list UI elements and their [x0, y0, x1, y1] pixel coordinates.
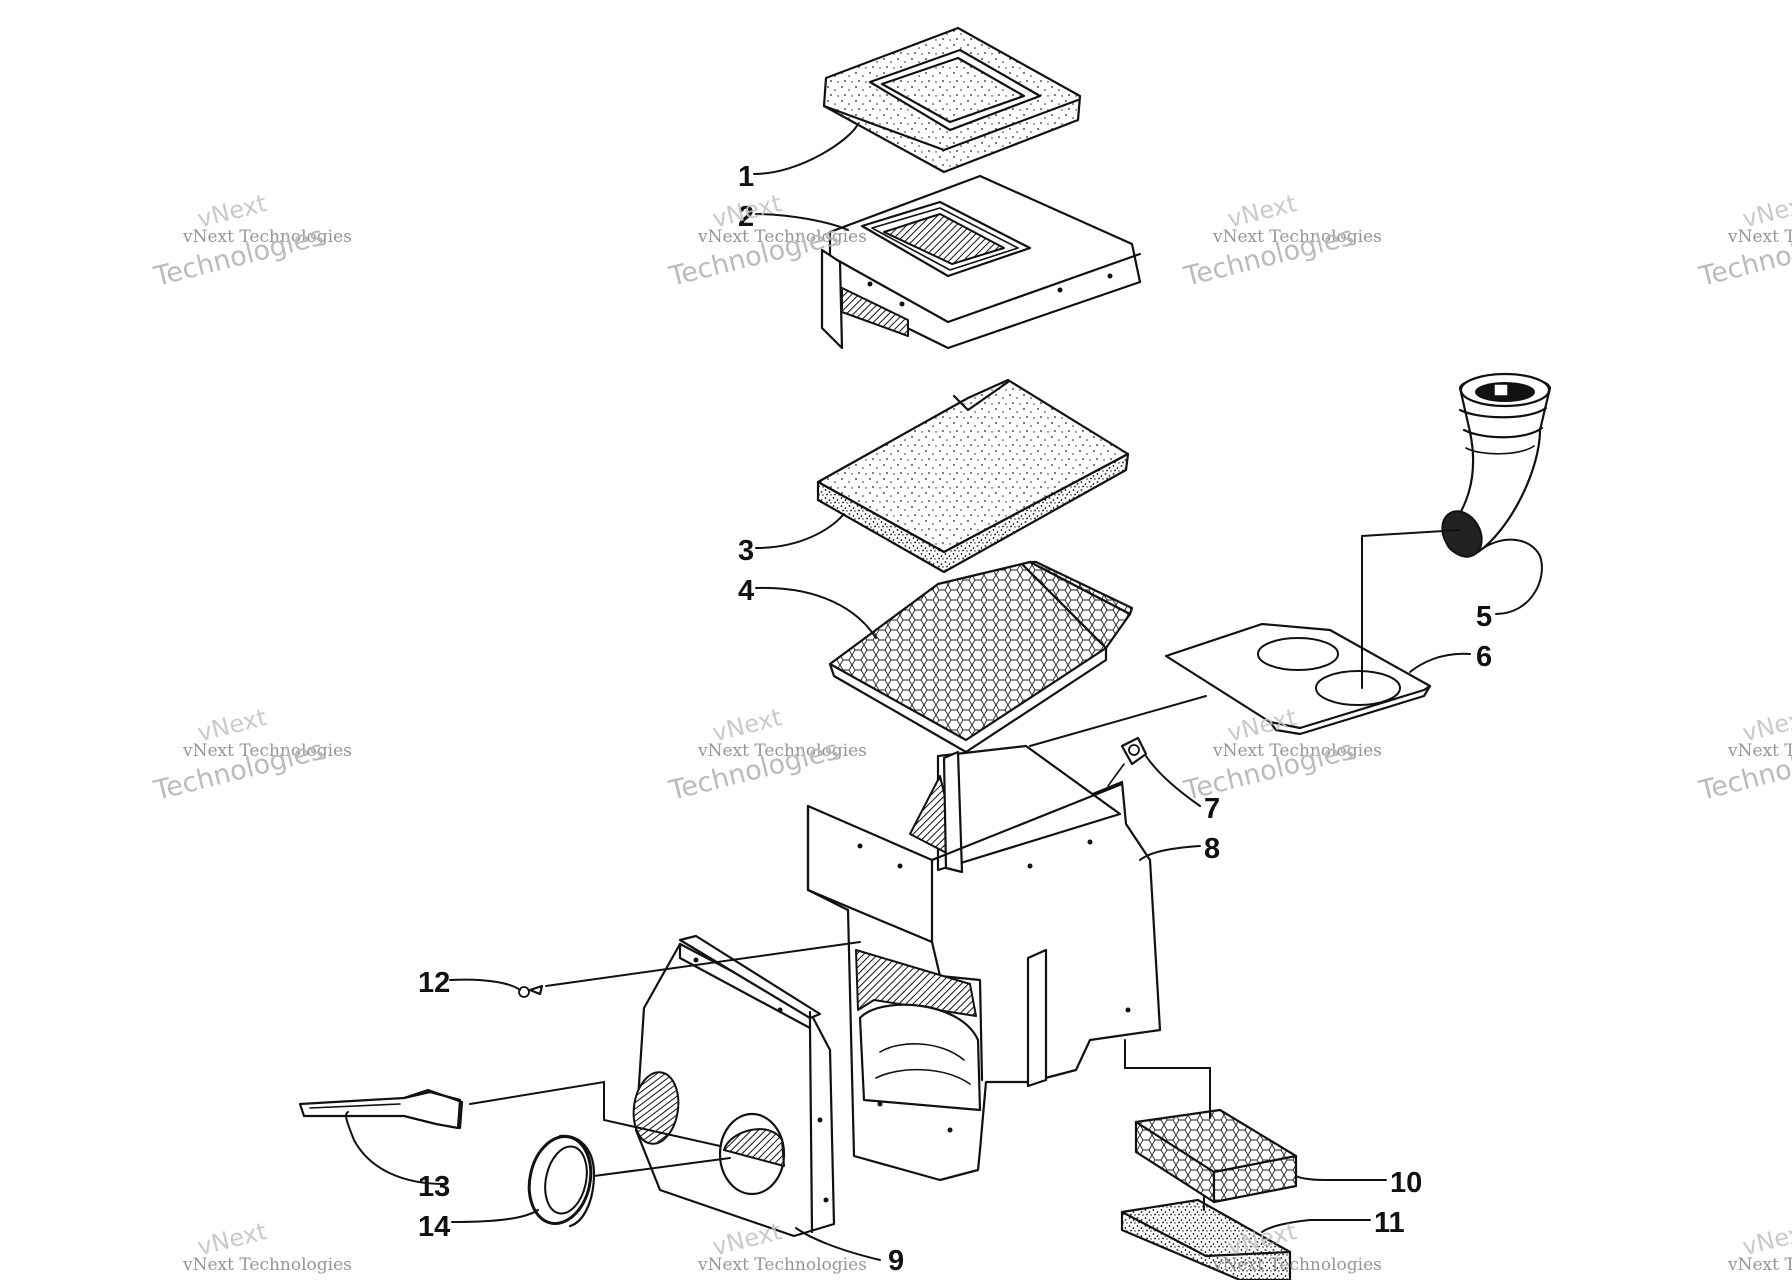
- svg-text:vNext Technologies: vNext Technologies: [1212, 741, 1382, 761]
- part-6-baffle-plate: [1164, 622, 1432, 736]
- callout-4: 4: [738, 575, 754, 607]
- callout-8: 8: [1204, 833, 1220, 865]
- watermark-8: vNext vNext Technologies Technologies: [1695, 703, 1792, 807]
- part-8-airbox-housing: [806, 744, 1162, 1182]
- watermark-4: vNext vNext Technologies Technologies: [1695, 189, 1792, 293]
- watermark-3: vNext vNext Technologies Technologies: [1180, 189, 1382, 293]
- callout-13: 13: [418, 1171, 450, 1203]
- part-10-mesh-block: [1134, 1108, 1298, 1204]
- part-2-top-cover: [820, 174, 1142, 350]
- svg-text:vNext Technologies: vNext Technologies: [1727, 741, 1792, 761]
- callout-3: 3: [738, 535, 754, 567]
- callout-2: 2: [738, 201, 754, 233]
- svg-text:vNext Technologies: vNext Technologies: [182, 227, 352, 247]
- callout-10: 10: [1390, 1167, 1422, 1199]
- part-7-clip: [1107, 736, 1148, 787]
- part-5-intake-elbow: [1441, 372, 1552, 558]
- watermark-1: vNext vNext Technologies Technologies: [150, 189, 352, 293]
- svg-text:vNext Technologies: vNext Technologies: [182, 741, 352, 761]
- callout-6: 6: [1476, 641, 1492, 673]
- part-11-foam-block: [1120, 1198, 1292, 1280]
- watermark-12: vNext vNext Technologies: [1727, 1217, 1792, 1275]
- watermark-9: vNext vNext Technologies: [182, 1217, 352, 1275]
- watermark-6: vNext vNext Technologies Technologies: [665, 703, 867, 807]
- svg-text:vNext Technologies: vNext Technologies: [1212, 227, 1382, 247]
- part-12-screw: [518, 984, 544, 998]
- callout-11: 11: [1374, 1207, 1405, 1239]
- callout-7: 7: [1204, 793, 1220, 825]
- svg-text:vNext Technologies: vNext Technologies: [1727, 227, 1792, 247]
- part-4-mesh-screen: [828, 560, 1134, 754]
- svg-text:vNext Technologies: vNext Technologies: [1212, 1255, 1382, 1275]
- callout-9: 9: [888, 1245, 904, 1277]
- svg-text:vNext Technologies: vNext Technologies: [697, 227, 867, 247]
- callouts: 1 2 3 4 5 6 7 8 9 10 11 12 13 14: [418, 161, 1492, 1277]
- svg-text:vNext Technologies: vNext Technologies: [697, 1255, 867, 1275]
- part-14-ring-gasket: [527, 1134, 596, 1228]
- callout-5: 5: [1476, 601, 1492, 633]
- part-9-front-cover: [632, 934, 836, 1238]
- part-13-bracket: [298, 1088, 464, 1130]
- leader-lines: [345, 123, 1543, 1261]
- part-3-foam-filter: [816, 378, 1130, 574]
- callout-1: 1: [738, 161, 754, 193]
- svg-text:vNext Technologies: vNext Technologies: [1727, 1255, 1792, 1275]
- callout-12: 12: [418, 967, 450, 999]
- callout-14: 14: [418, 1211, 450, 1243]
- svg-text:vNext Technologies: vNext Technologies: [182, 1255, 352, 1275]
- svg-text:vNext Technologies: vNext Technologies: [697, 741, 867, 761]
- part-1-foam-seal: [822, 26, 1082, 174]
- watermark-5: vNext vNext Technologies Technologies: [150, 703, 352, 807]
